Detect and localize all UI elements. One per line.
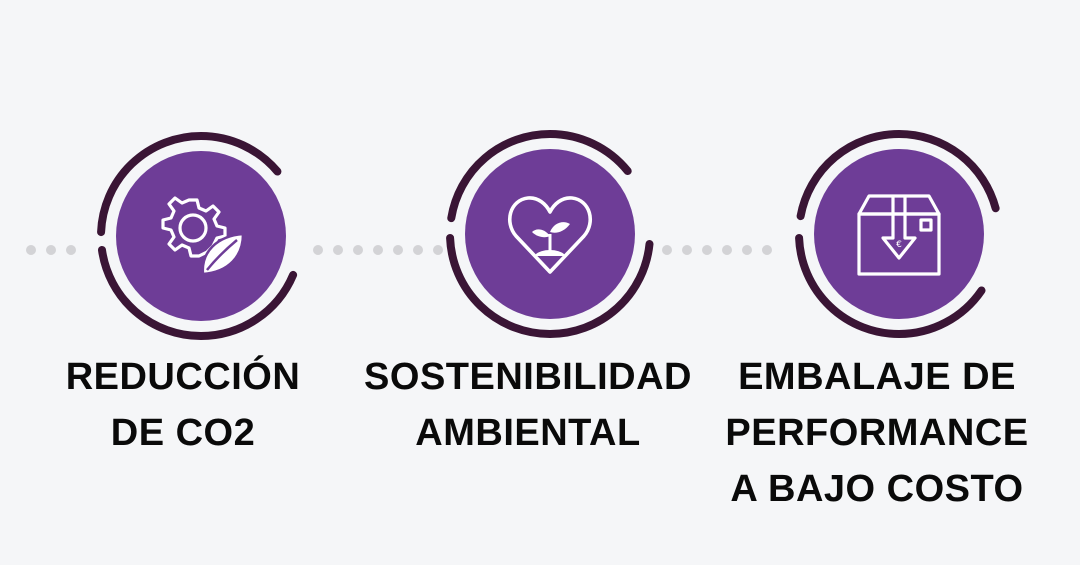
badge-ring [97, 132, 305, 340]
feature-title: SOSTENIBILIDAD AMBIENTAL [348, 349, 708, 461]
badge-ring [446, 130, 654, 338]
feature-title-line: SOSTENIBILIDAD [364, 356, 692, 398]
dotted-connector-left [26, 244, 76, 256]
feature-title-line: DE CO2 [110, 412, 256, 454]
feature-title-line: EMBALAJE DE [738, 356, 1016, 398]
feature-badge: € [791, 126, 1007, 342]
feature-title-line: PERFORMANCE [725, 412, 1029, 454]
feature-title: EMBALAJE DE PERFORMANCE A BAJO COSTO [697, 349, 1057, 517]
feature-title-line: AMBIENTAL [415, 412, 641, 454]
feature-title-line: A BAJO COSTO [730, 468, 1024, 510]
heart-sprout-icon [507, 196, 593, 274]
feature-badge [442, 126, 658, 342]
dotted-connector-right [662, 244, 772, 256]
box-download-icon: € [857, 194, 941, 276]
feature-badge [93, 128, 309, 344]
gear-leaf-icon [161, 196, 245, 276]
badge-disc [116, 151, 286, 321]
svg-text:€: € [896, 240, 902, 250]
badge-disc [814, 149, 984, 319]
badge-ring [795, 130, 1003, 338]
dotted-connector-middle [313, 244, 443, 256]
feature-title-line: REDUCCIÓN [65, 356, 301, 398]
feature-title: REDUCCIÓN DE CO2 [3, 349, 363, 461]
